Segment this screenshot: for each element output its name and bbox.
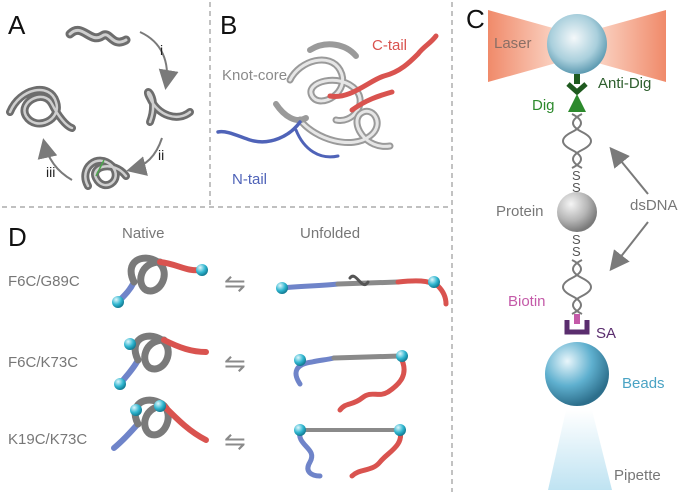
panel-a-letter: A xyxy=(8,10,26,40)
unfolded-chain-2 xyxy=(293,350,408,413)
anti-dig-icon xyxy=(566,82,588,96)
row-label-1: F6C/G89C xyxy=(8,273,80,290)
arrow-step-ii xyxy=(126,137,163,176)
native-knot-3 xyxy=(111,396,209,451)
disulfide-s-1: S xyxy=(572,168,581,183)
anti-dig-label: Anti-Dig xyxy=(598,75,651,92)
laser-beam-left xyxy=(488,10,560,82)
arrow-step-i xyxy=(139,31,179,90)
laser-beam-right xyxy=(594,10,666,82)
threading-hint xyxy=(95,159,105,177)
panel-b-letter: B xyxy=(220,10,237,40)
panel-c-letter: C xyxy=(466,4,485,34)
panel-b: B C-tail Knot-core N-tail xyxy=(216,10,439,188)
equilibrium-arrows-1: ⇋ xyxy=(224,268,246,298)
unfolded-chain-3 xyxy=(294,424,406,479)
disulfide-s-3: S xyxy=(572,232,581,247)
panel-dividers xyxy=(2,2,453,492)
streptavidin-icon xyxy=(564,320,590,335)
biotin-icon xyxy=(574,314,580,324)
arrow-step-iii xyxy=(37,138,73,181)
dsdna-label: dsDNA xyxy=(630,197,678,214)
header-unfolded: Unfolded xyxy=(300,225,360,242)
row-label-2: F6C/K73C xyxy=(8,354,78,371)
panel-d: D Native Unfolded F6C/G89C F6C/K73C K19C… xyxy=(8,222,449,479)
dig-label: Dig xyxy=(532,97,555,114)
row-label-3: K19C/K73C xyxy=(8,431,87,448)
step-iii-label: iii xyxy=(46,164,55,180)
beads-label: Beads xyxy=(622,375,665,392)
n-tail-label: N-tail xyxy=(232,171,267,188)
protein-structure xyxy=(216,33,439,159)
dsdna-lower xyxy=(562,259,592,315)
panel-d-letter: D xyxy=(8,222,27,252)
unfolded-chain-1 xyxy=(276,274,449,307)
step-i-label: i xyxy=(160,42,163,58)
header-native: Native xyxy=(122,225,165,242)
pipette xyxy=(548,410,612,490)
panel-c: C Laser Anti-Dig Dig S S Protein S S dsD… xyxy=(466,4,678,490)
dsdna-arrow-upper xyxy=(609,146,649,195)
biotin-label: Biotin xyxy=(508,293,546,310)
laser-label: Laser xyxy=(494,35,532,52)
pipette-label: Pipette xyxy=(614,467,661,484)
dig-icon xyxy=(568,94,586,112)
dsdna-upper xyxy=(562,113,592,169)
trapped-bead xyxy=(547,14,607,74)
equilibrium-arrows-2: ⇋ xyxy=(224,348,246,378)
step-ii-label: ii xyxy=(158,147,164,163)
protein-label: Protein xyxy=(496,203,544,220)
sa-label: SA xyxy=(596,325,616,342)
disulfide-s-4: S xyxy=(572,244,581,259)
panel-a: A i ii iii xyxy=(6,10,194,190)
dsdna-arrow-lower xyxy=(609,221,649,272)
knot-core-label: Knot-core xyxy=(222,67,287,84)
bead xyxy=(545,342,609,406)
protein-sphere xyxy=(557,192,597,232)
anti-dig-stem xyxy=(574,74,580,84)
native-knot-1 xyxy=(112,254,208,308)
native-knot-2 xyxy=(114,332,209,390)
c-tail-label: C-tail xyxy=(372,37,407,54)
equilibrium-arrows-3: ⇋ xyxy=(224,426,246,456)
disulfide-s-2: S xyxy=(572,180,581,195)
